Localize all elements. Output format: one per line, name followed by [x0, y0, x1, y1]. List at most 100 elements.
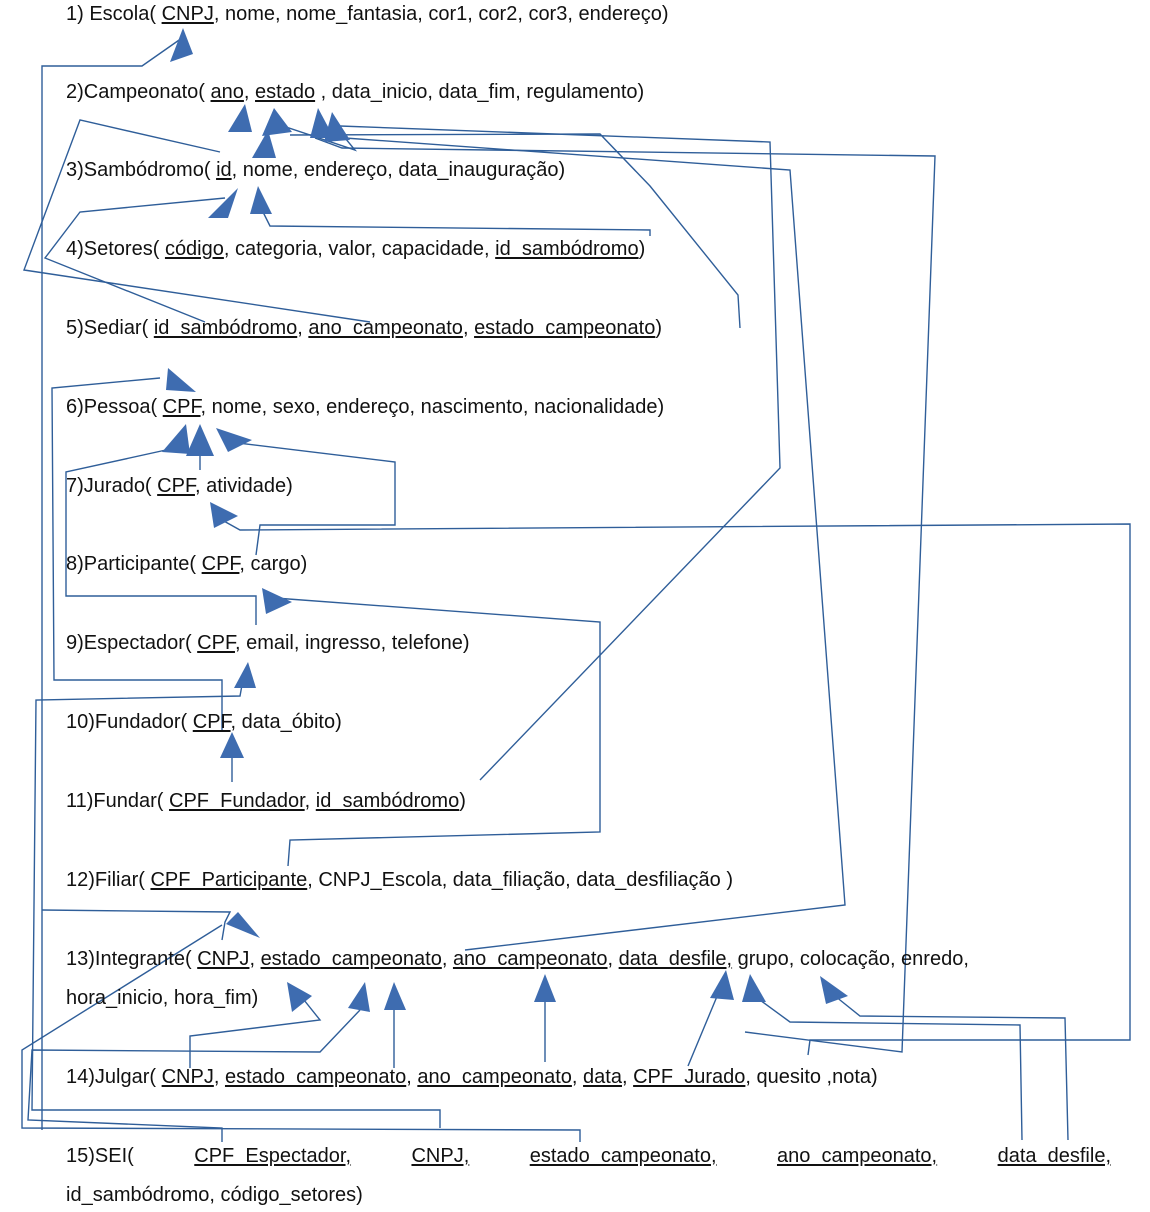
key-attribute: CNPJ	[161, 3, 214, 25]
relation-fundador: 10)Fundador( CPF, data_óbito)	[66, 710, 342, 734]
fk-line	[261, 209, 651, 236]
relation-jurado: 7)Jurado( CPF, atividade)	[66, 474, 293, 498]
relation-sediar: 5)Sediar( id_sambódromo, ano_campeonato,…	[66, 316, 662, 340]
arrowhead	[710, 970, 734, 1000]
key-attribute: estado	[255, 81, 316, 103]
relation-text: 9)Espectador(	[66, 632, 198, 654]
arrowhead	[348, 982, 370, 1012]
arrowhead	[262, 588, 292, 614]
arrowhead	[166, 368, 196, 392]
arrowhead	[262, 108, 292, 136]
arrowhead	[384, 982, 406, 1010]
fk-line	[221, 519, 1131, 1056]
arrowhead	[228, 104, 252, 132]
relation-text: 12)Filiar(	[66, 869, 151, 891]
key-attribute: ano_campeonato	[308, 317, 463, 339]
arrowhead	[742, 974, 766, 1002]
arrowhead	[252, 130, 276, 158]
relation-text: ,	[304, 790, 316, 812]
fk-line	[189, 994, 322, 1068]
arrowhead	[534, 974, 556, 1002]
key-attribute: data	[583, 1066, 622, 1088]
relation-text: ,	[571, 1066, 584, 1088]
relation-pessoa: 6)Pessoa( CPF, nome, sexo, endereço, nas…	[66, 395, 664, 419]
relation-integrante-cont: hora_inicio, hora_fim)	[66, 986, 258, 1010]
key-attribute: ano	[210, 81, 244, 103]
relation-text: , atividade)	[194, 475, 293, 497]
arrowhead	[208, 188, 238, 218]
key-attribute: estado_campeonato	[474, 317, 656, 339]
relation-text: , data_inicio, data_fim, regulamento)	[315, 81, 645, 103]
relation-text: )	[459, 790, 466, 812]
fk-line	[51, 377, 223, 732]
key-attribute: CNPJ,	[411, 1145, 470, 1167]
relation-text: , nome, sexo, endereço, nascimento, naci…	[200, 396, 665, 418]
fk-line	[279, 124, 846, 951]
key-attribute: estado_campeonato	[224, 1066, 407, 1088]
key-attribute: id_sambódromo	[153, 317, 298, 339]
fk-line	[31, 684, 441, 1128]
fk-line	[43, 197, 226, 323]
relation-julgar: 14)Julgar( CNPJ, estado_campeonato, ano_…	[66, 1065, 878, 1089]
fk-line	[21, 924, 581, 1142]
fk-line	[834, 995, 1069, 1141]
key-attribute: id_sambódromo	[315, 790, 460, 812]
relation-text: ,	[249, 948, 261, 970]
relation-text: 15)SEI(	[66, 1145, 134, 1167]
key-attribute: CPF	[201, 553, 240, 575]
relation-text: , categoria, valor, capacidade,	[223, 238, 496, 260]
key-attribute: id_sambódromo	[495, 238, 639, 260]
key-attribute: CPF	[192, 711, 231, 733]
relation-text: ,	[441, 948, 453, 970]
key-attribute: CPF	[157, 475, 195, 497]
relation-sei-cont: id_sambódromo, código_setores)	[66, 1184, 363, 1206]
relation-text: 6)Pessoa(	[66, 396, 163, 418]
relation-text: 1) Escola(	[66, 3, 162, 25]
fk-line	[23, 119, 371, 323]
key-attribute: CPF	[162, 396, 201, 418]
relation-text: 2)Campeonato(	[66, 81, 211, 103]
key-attribute: CPF_Jurado	[633, 1066, 746, 1088]
relation-text: ,	[297, 317, 309, 339]
relation-setores: 4)Setores( código, categoria, valor, cap…	[66, 237, 645, 261]
arrowhead	[820, 976, 848, 1004]
key-attribute: CNPJ	[197, 948, 250, 970]
key-attribute: ano_campeonato	[452, 948, 608, 970]
relation-escola: 1) Escola( CNPJ, nome, nome_fantasia, co…	[66, 2, 669, 26]
relation-text: grupo, colocação, enredo,	[732, 948, 969, 970]
relation-text: , data_óbito)	[230, 711, 342, 733]
relation-text: 8)Participante(	[66, 553, 202, 575]
relation-text: ,	[621, 1066, 634, 1088]
fk-line	[289, 133, 741, 329]
relation-text: )	[655, 317, 662, 339]
relation-text: 10)Fundador(	[66, 711, 193, 733]
relation-text: 7)Jurado(	[66, 475, 158, 497]
relation-fundar: 11)Fundar( CPF_Fundador, id_sambódromo)	[66, 789, 466, 813]
arrowhead	[324, 112, 350, 142]
relation-filiar: 12)Filiar( CPF_Participante, CNPJ_Escola…	[66, 868, 733, 892]
key-attribute: CPF	[197, 632, 235, 654]
key-attribute: CNPJ	[161, 1066, 214, 1088]
fk-line	[229, 441, 396, 556]
fk-line	[274, 597, 601, 867]
relation-text: 13)Integrante(	[66, 948, 198, 970]
relation-text: 3)Sambódromo(	[66, 159, 217, 181]
fk-line	[687, 993, 719, 1067]
arrowhead	[220, 732, 244, 758]
fk-line	[759, 999, 1023, 1141]
relation-espectador: 9)Espectador( CPF, email, ingresso, tele…	[66, 631, 470, 655]
relation-text: , cargo)	[239, 553, 308, 575]
relation-text: , quesito ,nota)	[745, 1066, 878, 1088]
key-attribute: estado_campeonato	[260, 948, 442, 970]
key-attribute: CPF_Fundador	[169, 790, 305, 812]
relation-text: , email, ingresso, telefone)	[234, 632, 470, 654]
arrowhead	[226, 912, 260, 938]
relation-text: , nome, nome_fantasia, cor1, cor2, cor3,…	[213, 3, 669, 25]
key-attribute: código	[164, 238, 224, 260]
fk-line	[41, 909, 232, 941]
relation-text: )	[638, 238, 646, 260]
relation-text: 11)Fundar(	[66, 790, 170, 812]
relation-text: , nome, endereço, data_inauguração)	[231, 159, 566, 181]
arrowhead	[287, 982, 312, 1012]
